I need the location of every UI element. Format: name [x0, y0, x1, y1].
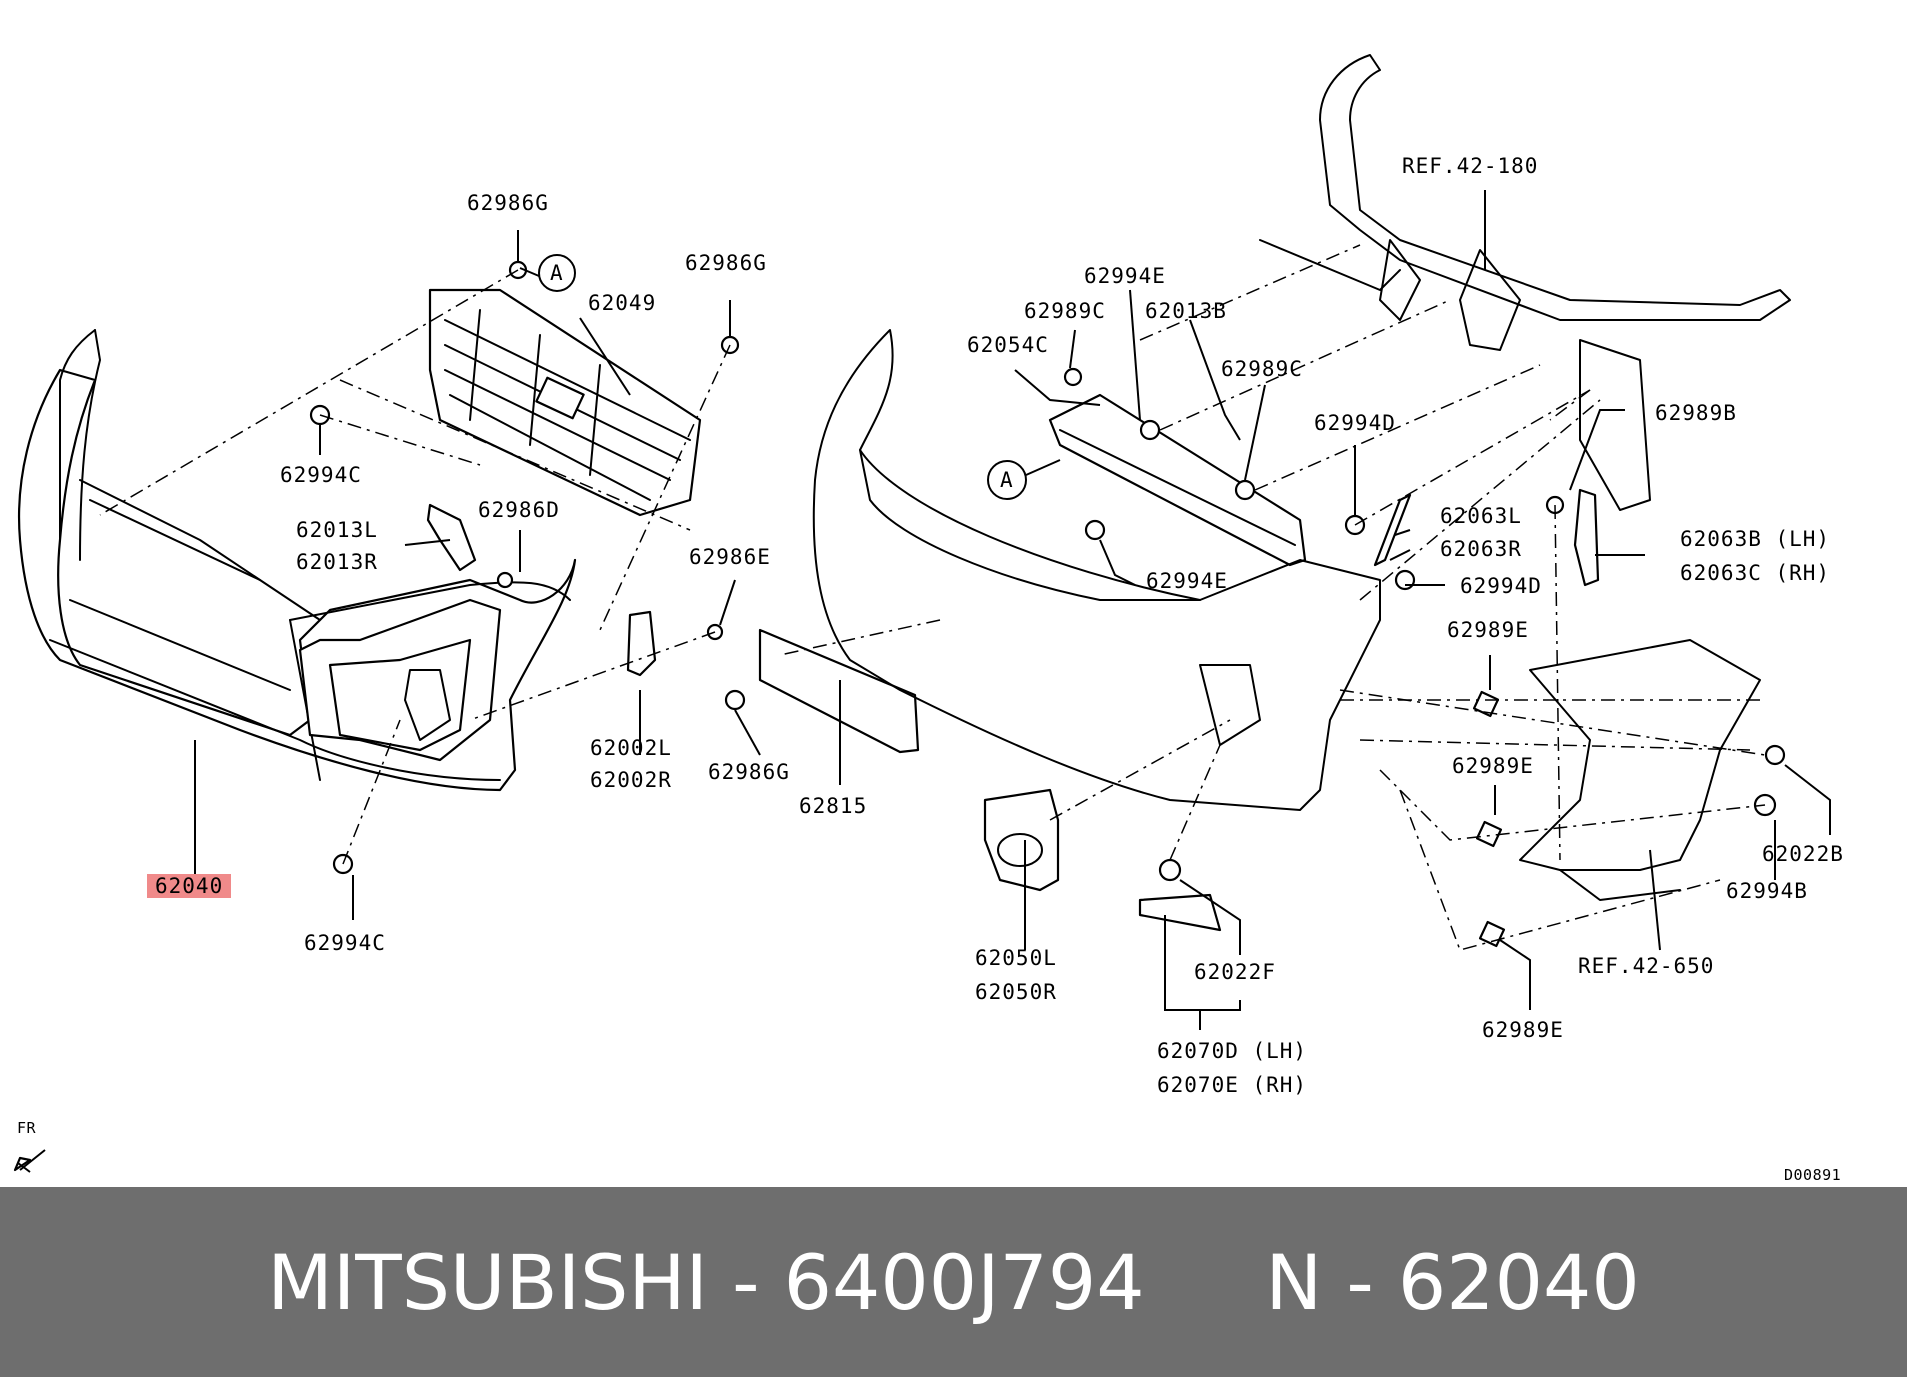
fr-arrow-icon — [13, 1149, 46, 1173]
label-REF42-650: REF.42-650 — [1578, 954, 1715, 978]
parts-diagram: 62986G 62986G 62049 62994C 62013L 62013R… — [13, 54, 1844, 1184]
label-62994C-b: 62994C — [304, 931, 386, 955]
front-bumper-62040 — [17, 329, 577, 792]
grille-62049 — [428, 288, 702, 517]
label-62013L: 62013L — [296, 518, 378, 542]
callout-a-left-circle — [538, 254, 576, 292]
label-62815: 62815 — [799, 794, 868, 818]
bracket-62063 — [1373, 493, 1412, 567]
leader-lines-left — [194, 230, 841, 920]
label-REF42-180: REF.42-180 — [1402, 154, 1539, 178]
label-62002R: 62002R — [590, 768, 672, 792]
fog-bezel-62050 — [983, 788, 1060, 892]
label-62989E-b: 62989E — [1452, 754, 1534, 778]
label-62063L: 62063L — [1440, 504, 1522, 528]
bumper-outline-right — [812, 329, 1381, 811]
label-62989C-a: 62989C — [1024, 299, 1106, 323]
label-62063R: 62063R — [1440, 537, 1522, 561]
label-62022F: 62022F — [1194, 960, 1276, 984]
diagram-lines — [13, 54, 1831, 1173]
label-62989B: 62989B — [1655, 401, 1737, 425]
label-62986G-a: 62986G — [467, 191, 549, 215]
label-62070E: 62070E (RH) — [1157, 1073, 1308, 1097]
label-62989E-a: 62989E — [1447, 618, 1529, 642]
fr-label: FR — [17, 1119, 37, 1137]
label-62994E-a: 62994E — [1084, 264, 1166, 288]
label-62040-highlighted: 62040 — [147, 874, 232, 898]
label-62013R: 62013R — [296, 550, 378, 574]
bracket-62063b — [1573, 488, 1600, 587]
label-62063B: 62063B (LH) — [1680, 527, 1831, 551]
label-62022B: 62022B — [1762, 842, 1844, 866]
label-62050R: 62050R — [975, 980, 1057, 1004]
label-62049: 62049 — [588, 291, 657, 315]
leader-lines-right — [1014, 190, 1831, 1030]
label-62986G-c: 62986G — [708, 760, 790, 784]
callout-a-left: A — [550, 261, 564, 285]
label-62994D-a: 62994D — [1314, 411, 1396, 435]
label-62994B: 62994B — [1726, 879, 1808, 903]
label-62994C-a: 62994C — [280, 463, 362, 487]
radiator-support — [1259, 54, 1791, 511]
label-62986G-b: 62986G — [685, 251, 767, 275]
label-62989C-b: 62989C — [1221, 357, 1303, 381]
label-62986E: 62986E — [689, 545, 771, 569]
label-62070D: 62070D (LH) — [1157, 1039, 1308, 1063]
reinforcement-62054c — [1048, 393, 1307, 567]
label-62013B: 62013B — [1145, 299, 1227, 323]
dashed-guides-left — [99, 269, 731, 865]
label-62050L: 62050L — [975, 946, 1057, 970]
label-62994E-b: 62994E — [1146, 569, 1228, 593]
callout-a-right: A — [1000, 468, 1014, 492]
label-62063C: 62063C (RH) — [1680, 561, 1831, 585]
label-62989E-c: 62989E — [1482, 1018, 1564, 1042]
dashed-guides-right — [779, 244, 1766, 951]
fender-liner — [1519, 639, 1761, 901]
footer-bar: MITSUBISHI - 6400J794 N - 62040 — [0, 1187, 1907, 1377]
callout-a-right-circle — [987, 460, 1027, 500]
bracket-62013 — [426, 503, 477, 572]
label-62002L: 62002L — [590, 736, 672, 760]
bracket-62002 — [626, 610, 657, 677]
drawing-code: D00891 — [1784, 1166, 1842, 1184]
label-62054C: 62054C — [967, 333, 1049, 357]
molding-62070 — [1138, 893, 1222, 932]
label-62986D: 62986D — [478, 498, 560, 522]
label-62994D-b: 62994D — [1460, 574, 1542, 598]
footer-part-number: MITSUBISHI - 6400J794 N - 62040 — [267, 1237, 1640, 1327]
